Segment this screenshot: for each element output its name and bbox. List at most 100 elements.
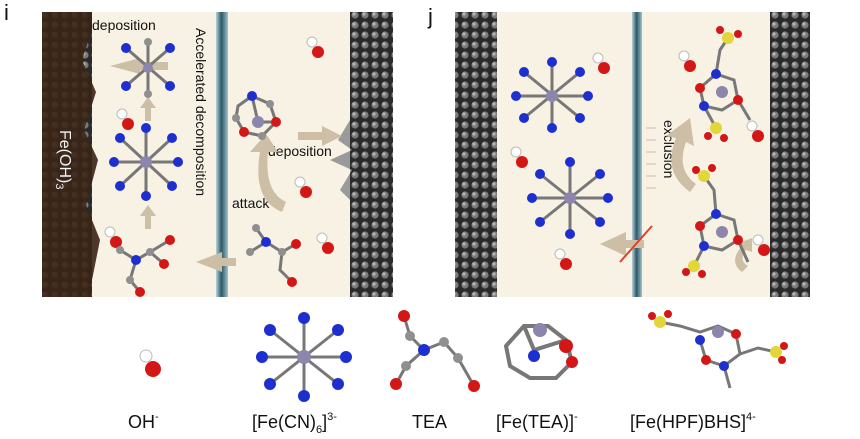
arrows-i (110, 58, 342, 272)
atom-n (535, 169, 545, 179)
exclusion-curved-arrow (666, 118, 696, 192)
right-electrode-i (350, 12, 393, 297)
atom-c (144, 90, 152, 98)
small-curved-arrow (735, 238, 752, 272)
fe-oh3-label: Fe(OH)3 (53, 130, 73, 189)
atom-n (115, 181, 125, 191)
atom-o (560, 258, 572, 270)
atom-h (746, 120, 758, 132)
atom-h (116, 108, 128, 120)
atom-n (583, 91, 593, 101)
legend-fetea-label: [Fe(TEA)]- (496, 411, 578, 432)
panel-i: i Fe(OH)3 deposition Accelerated decompo… (4, 0, 393, 297)
atom-h (316, 232, 328, 244)
atom-n (595, 169, 605, 179)
panel-letter-j: j (427, 4, 433, 29)
atom-o (682, 268, 690, 276)
atom-c (246, 248, 254, 256)
legend-fecn-label: [Fe(CN)6]3- (252, 411, 337, 436)
atom-h (592, 52, 604, 64)
exclusion-ticks (646, 127, 656, 189)
atom-n (511, 91, 521, 101)
atom-c (144, 38, 152, 46)
atom-n (173, 157, 183, 167)
atom-fe (716, 226, 728, 238)
atom-n (131, 255, 141, 265)
arrow-left-top (110, 58, 140, 74)
atom-n (519, 113, 529, 123)
atoms-j (510, 26, 770, 278)
atom-o (733, 95, 743, 105)
atom-o (271, 117, 281, 127)
atom-o (291, 239, 301, 249)
atom-o (695, 221, 705, 231)
arrow-up-2-shaft (145, 215, 151, 229)
accelerated-decomposition-label: Accelerated decomposition (193, 28, 209, 196)
atom-c (232, 114, 240, 122)
atom-n (141, 191, 151, 201)
atom-n (167, 133, 177, 143)
atom-n (247, 91, 257, 101)
deposit-spikes (330, 120, 352, 200)
atom-n (121, 81, 131, 91)
arrow-left-bottom (196, 252, 222, 272)
atoms-i (104, 36, 334, 297)
arrow-up-1-shaft (145, 107, 151, 121)
atom-n (519, 67, 529, 77)
atom-fe (140, 156, 152, 168)
atom-c (258, 132, 266, 140)
legend-fehpf-label: [Fe(HPF)BHS]4- (630, 411, 756, 432)
atom-n (565, 157, 575, 167)
atom-n (547, 57, 557, 67)
atom-n (711, 69, 721, 79)
deposition-right-label: deposition (268, 143, 332, 159)
atom-n (547, 123, 557, 133)
atom-n (595, 217, 605, 227)
atom-n (121, 43, 131, 53)
atom-c (278, 248, 286, 256)
atom-h (510, 146, 522, 158)
arrow-left-bottom-shaft (220, 258, 236, 266)
atom-fe (716, 86, 728, 98)
atom-n (575, 113, 585, 123)
atom-o (704, 132, 712, 140)
arrow-right (322, 126, 342, 146)
atom-n (165, 81, 175, 91)
atom-c (252, 224, 260, 232)
legend-fecn-icon (256, 312, 352, 402)
membrane-j (632, 12, 642, 297)
block-slash (619, 225, 653, 263)
atom-n (165, 43, 175, 53)
atom-o (159, 259, 169, 269)
legend-tea-label: TEA (412, 412, 447, 432)
atom-o (135, 287, 145, 297)
attack-label: attack (232, 195, 270, 211)
membrane-i (216, 12, 228, 297)
atom-o (165, 235, 175, 245)
atom-h (678, 50, 690, 62)
atom-fe (564, 192, 576, 204)
legend-fetea-icon (503, 323, 578, 380)
blocked-arrow-shaft (624, 240, 644, 248)
atom-o (716, 26, 724, 34)
atom-fe (546, 90, 558, 102)
legend-oh-label: OH- (128, 411, 159, 432)
attack-curved-arrow (250, 134, 286, 212)
panel-j: j exclusion (427, 4, 810, 297)
arrows-j (600, 118, 752, 272)
atom-h (554, 248, 566, 260)
atom-o (734, 30, 742, 38)
atom-n (261, 237, 271, 247)
atom-n (527, 193, 537, 203)
arrow-up-2 (140, 205, 156, 216)
atom-o (684, 60, 696, 72)
atom-c (266, 100, 274, 108)
legend-fehpf-icon (648, 310, 788, 389)
atom-o (695, 83, 705, 93)
legend-tea-icon (390, 310, 480, 392)
atom-o (758, 244, 770, 256)
atom-n (115, 133, 125, 143)
atom-o (733, 235, 743, 245)
atom-s (698, 170, 710, 182)
